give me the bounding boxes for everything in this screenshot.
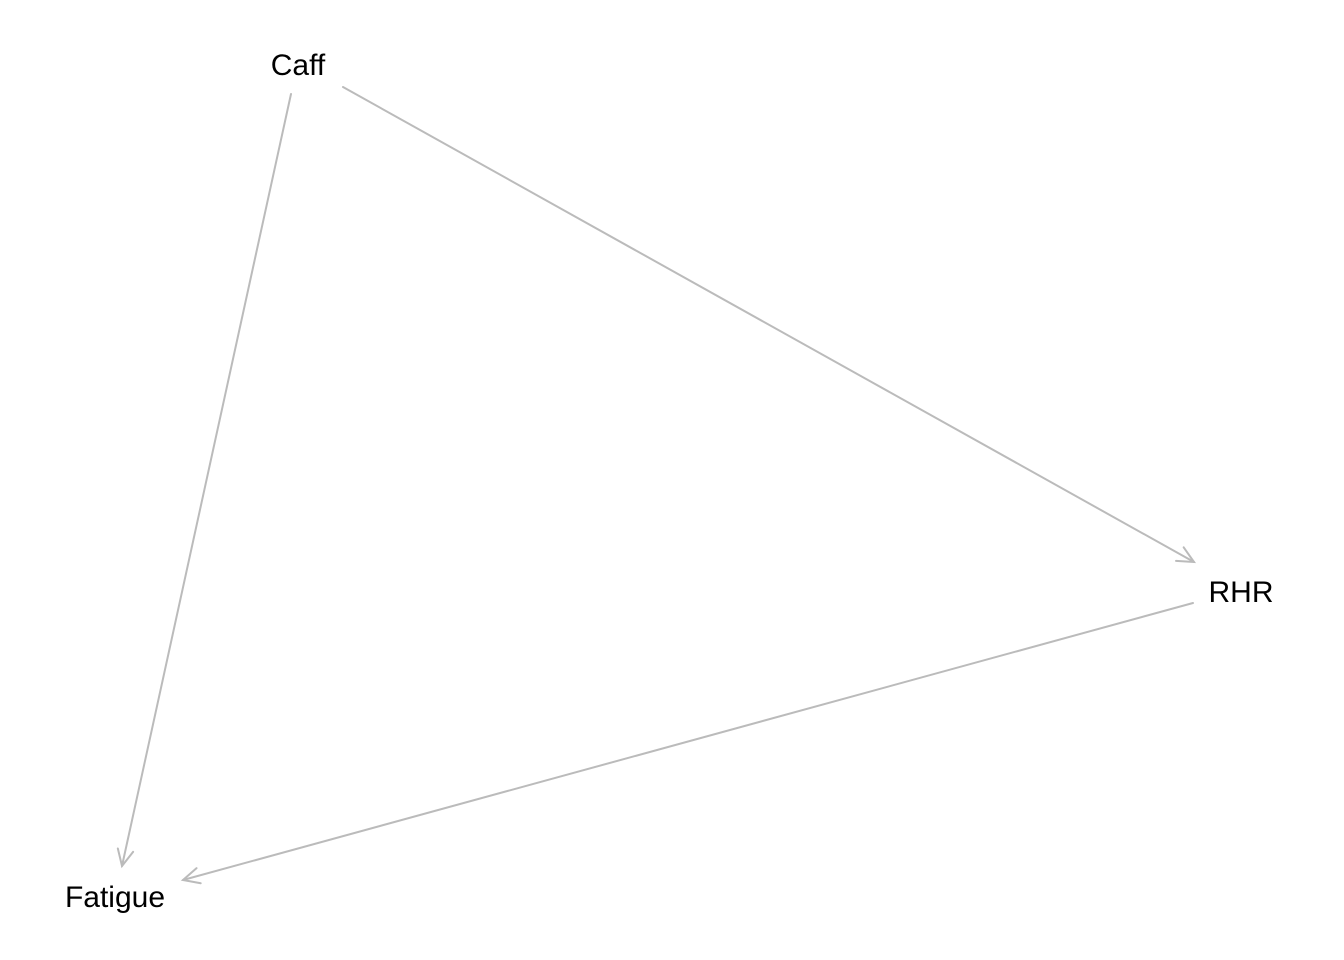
arrowhead: [1175, 546, 1197, 564]
nodes-layer: Caff RHR Fatigue: [65, 49, 1274, 914]
node-fatigue: Fatigue: [65, 881, 165, 914]
edge-caff-to-rhr: [342, 86, 1197, 564]
edge-line: [121, 93, 292, 867]
arrowhead: [116, 847, 135, 869]
edge-line: [342, 86, 1195, 563]
edge-rhr-to-fatigue: [180, 602, 1194, 885]
edges-layer: [116, 86, 1197, 885]
edge-line: [182, 602, 1194, 881]
node-caff: Caff: [271, 49, 326, 82]
edge-caff-to-fatigue: [116, 93, 292, 869]
node-rhr: RHR: [1209, 576, 1274, 609]
arrowhead: [180, 867, 202, 885]
